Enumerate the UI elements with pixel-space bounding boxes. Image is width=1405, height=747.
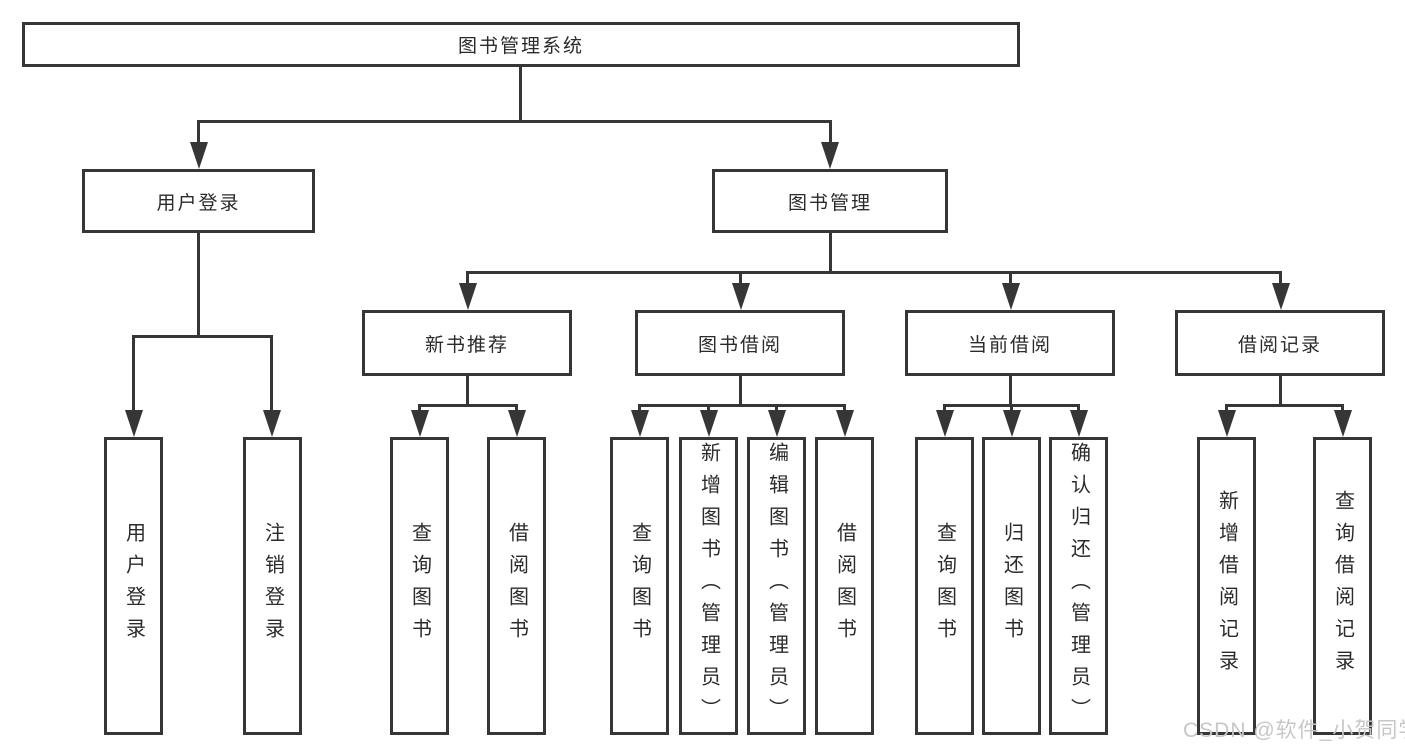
connector-line [466, 271, 1282, 274]
arrow-down-icon [1272, 283, 1290, 310]
leaf-query-books-current: 查询图书 [915, 437, 974, 735]
connector-line [418, 404, 518, 407]
arrow-down-icon [190, 142, 208, 169]
arrow-down-icon [125, 410, 143, 437]
connector-line [829, 120, 832, 146]
connector-line [466, 271, 469, 286]
leaf-borrow-books-recommend: 借阅图书 [487, 437, 546, 735]
connector-line [1009, 271, 1012, 286]
connector-line [1225, 404, 1228, 414]
leaf-confirm-return-admin: 确认归还（管理员） [1049, 437, 1108, 735]
arrow-down-icon [700, 410, 718, 437]
connector-line [270, 335, 273, 413]
connector-line [132, 335, 273, 338]
arrow-down-icon [936, 410, 954, 437]
leaf-add-book-admin: 新增图书（管理员） [679, 437, 738, 735]
arrow-down-icon [459, 283, 477, 310]
connector-line [466, 376, 469, 407]
connector-line [638, 404, 846, 407]
connector-line [739, 271, 742, 286]
connector-line [519, 67, 522, 120]
leaf-edit-book-admin: 编辑图书（管理员） [747, 437, 806, 735]
connector-line [132, 335, 135, 413]
arrow-down-icon [1070, 410, 1088, 437]
node-user-login: 用户登录 [82, 169, 315, 233]
connector-line [197, 233, 200, 338]
arrow-down-icon [631, 410, 649, 437]
leaf-query-borrow-record: 查询借阅记录 [1313, 437, 1372, 735]
connector-line [943, 404, 946, 414]
connector-line [1279, 271, 1282, 286]
connector-line [638, 404, 641, 414]
arrow-down-icon [768, 410, 786, 437]
leaf-query-books-recommend: 查询图书 [390, 437, 449, 735]
arrow-down-icon [263, 410, 281, 437]
connector-line [707, 404, 710, 414]
leaf-return-book: 归还图书 [982, 437, 1041, 735]
connector-line [1010, 404, 1013, 414]
arrow-down-icon [732, 283, 750, 310]
connector-line [739, 376, 742, 407]
connector-line [1279, 376, 1282, 407]
arrow-down-icon [1003, 410, 1021, 437]
leaf-user-login: 用户登录 [104, 437, 163, 735]
connector-line [418, 404, 421, 414]
connector-line [1077, 404, 1080, 414]
connector-line [515, 404, 518, 414]
node-root: 图书管理系统 [22, 22, 1020, 67]
node-book-borrow: 图书借阅 [635, 310, 845, 376]
arrow-down-icon [821, 142, 839, 169]
node-borrow-records: 借阅记录 [1175, 310, 1385, 376]
connector-line [829, 233, 832, 274]
leaf-logout: 注销登录 [243, 437, 302, 735]
connector-line [1341, 404, 1344, 414]
arrow-down-icon [836, 410, 854, 437]
connector-line [197, 120, 832, 123]
arrow-down-icon [411, 410, 429, 437]
connector-line [843, 404, 846, 414]
arrow-down-icon [1334, 410, 1352, 437]
node-book-management: 图书管理 [712, 169, 948, 233]
node-current-borrow: 当前借阅 [905, 310, 1115, 376]
watermark: CSDN @软件_小贺同学 [1183, 719, 1405, 742]
arrow-down-icon [1002, 283, 1020, 310]
connector-line [775, 404, 778, 414]
connector-line [1009, 376, 1012, 407]
leaf-borrow-books: 借阅图书 [815, 437, 874, 735]
leaf-query-books-borrow: 查询图书 [610, 437, 669, 735]
connector-line [1225, 404, 1344, 407]
leaf-add-borrow-record: 新增借阅记录 [1197, 437, 1256, 735]
connector-line [197, 120, 200, 146]
arrow-down-icon [508, 410, 526, 437]
node-new-book-recommend: 新书推荐 [362, 310, 572, 376]
arrow-down-icon [1218, 410, 1236, 437]
